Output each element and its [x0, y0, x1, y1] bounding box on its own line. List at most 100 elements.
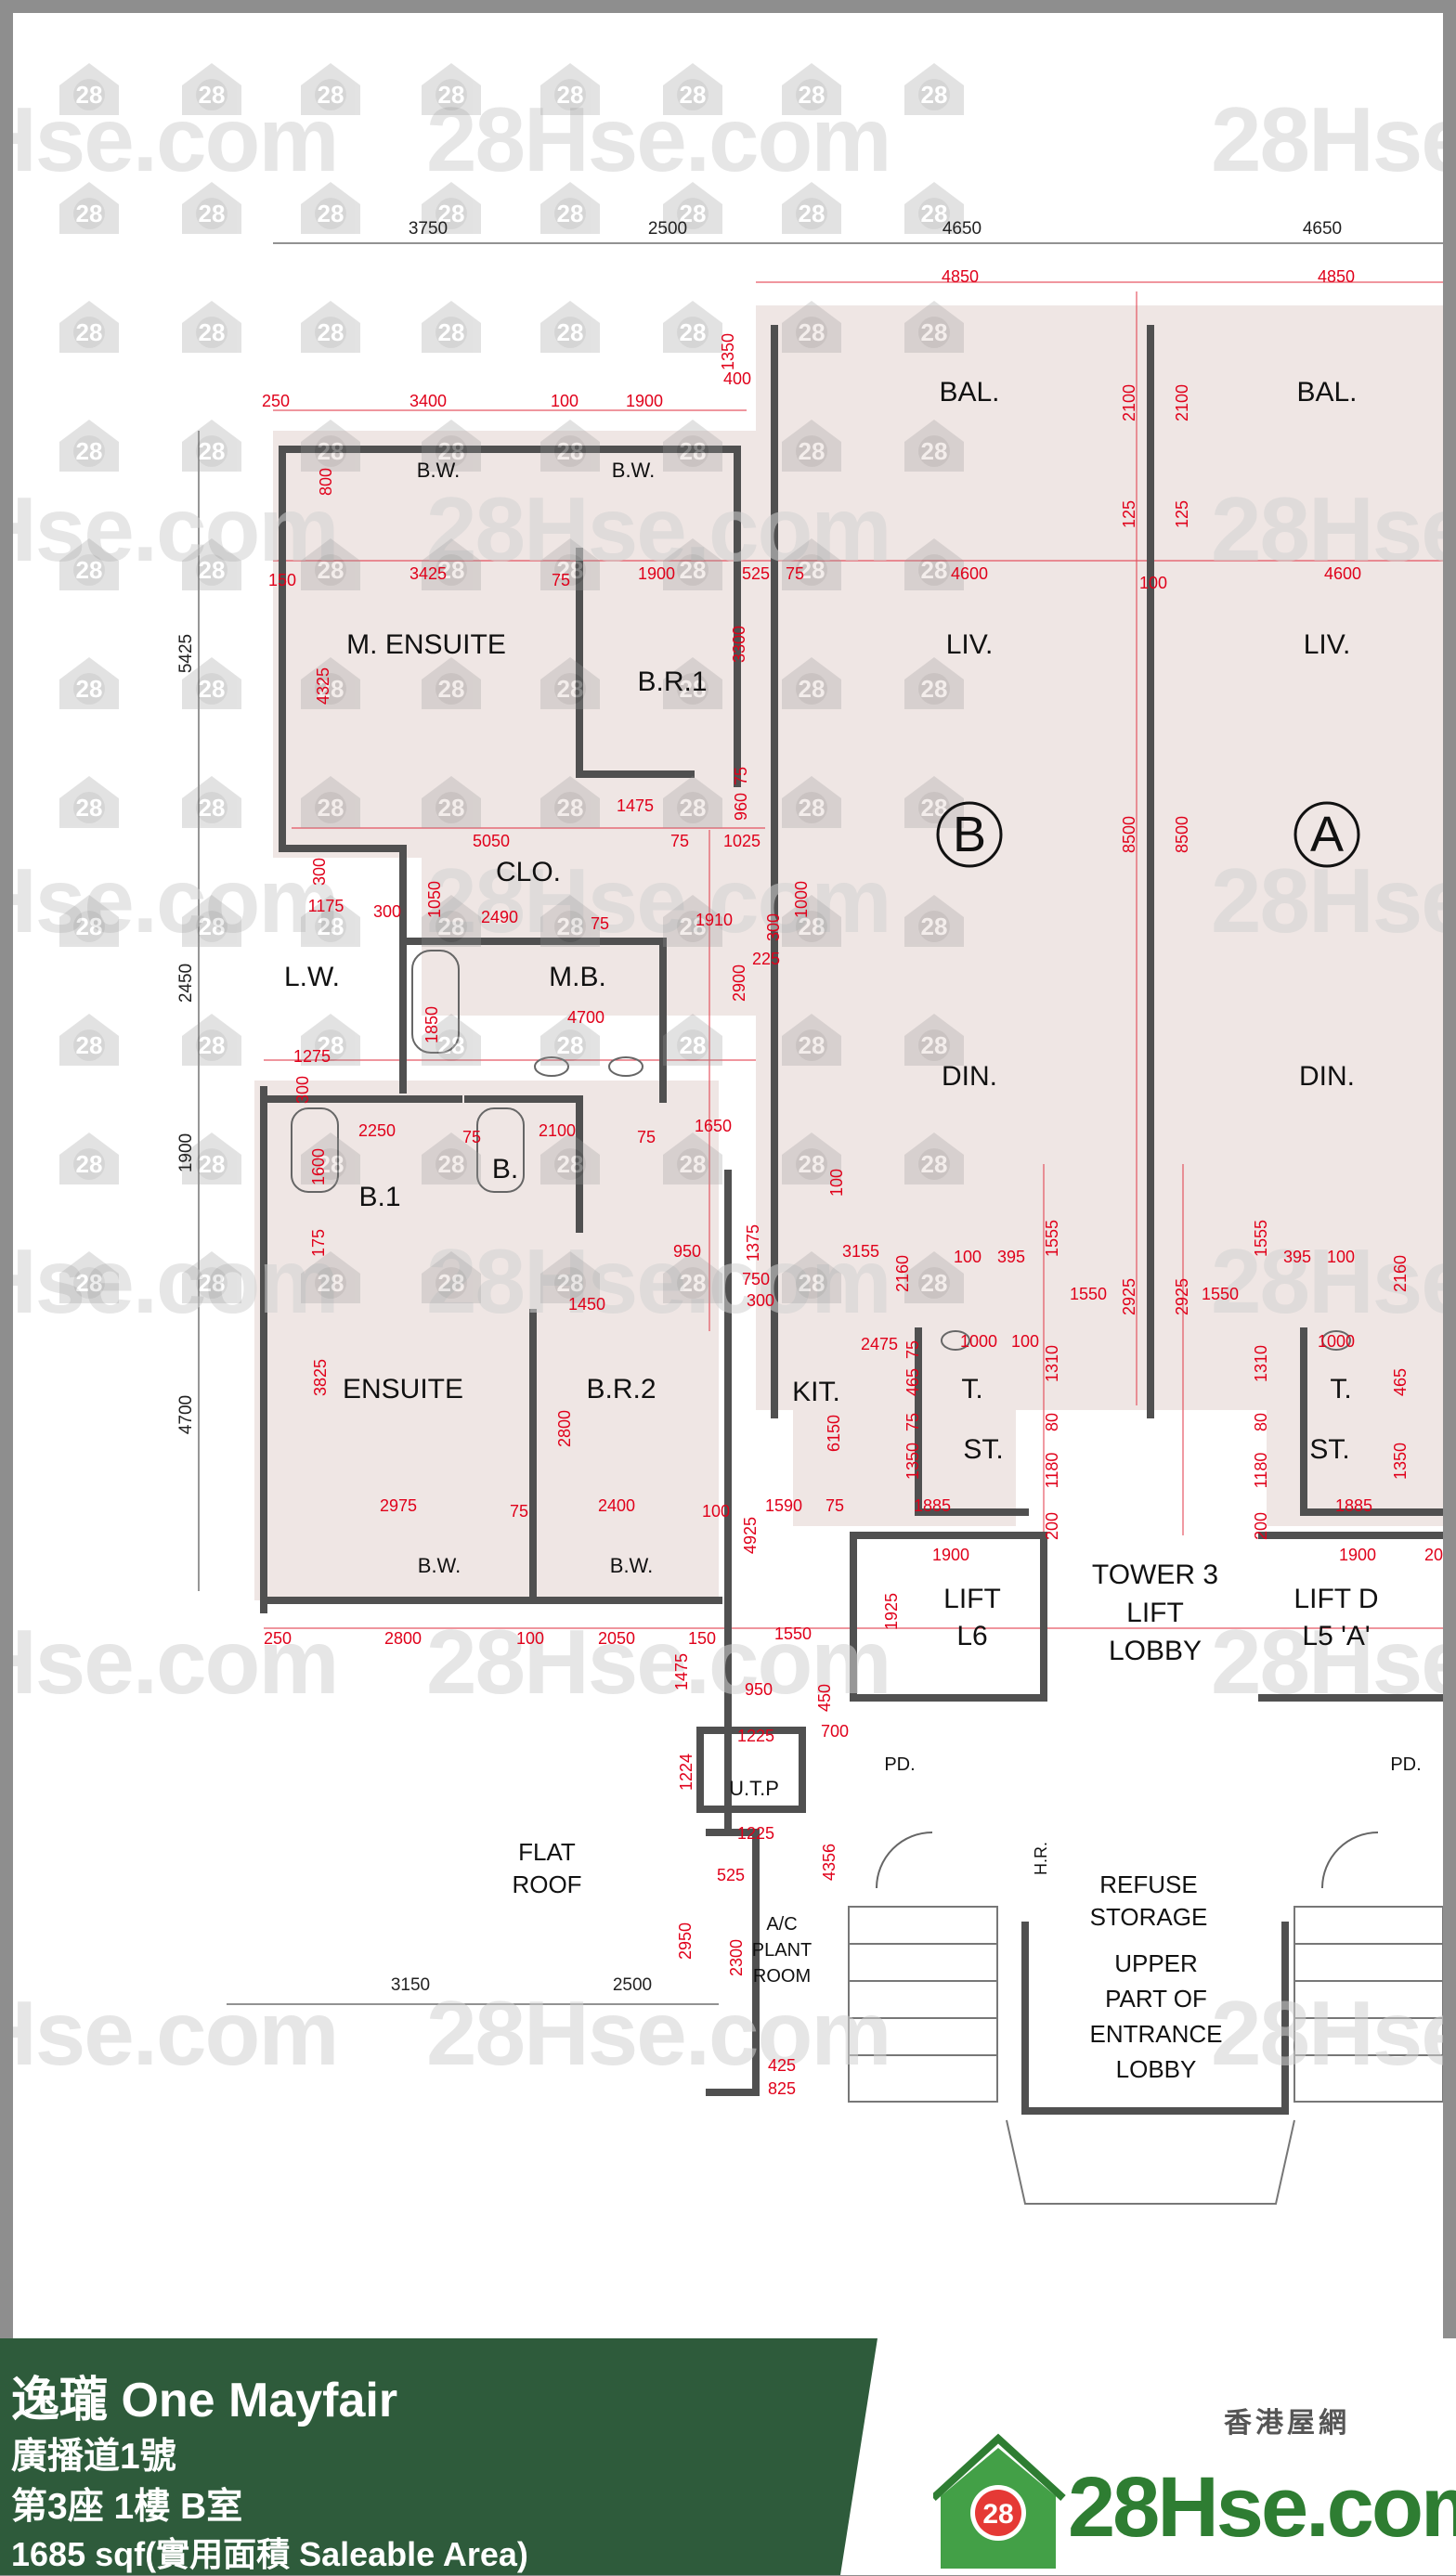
- dim-label: 1475: [672, 1653, 691, 1690]
- watermark-badge-icon: 28: [663, 420, 722, 472]
- watermark-badge-text: 28: [557, 913, 584, 940]
- watermark-badge-text: 28: [318, 437, 344, 465]
- dim-label: 250: [262, 392, 290, 410]
- watermark-badge-text: 28: [438, 437, 465, 465]
- watermark-text: 28Hse.com: [1211, 478, 1443, 580]
- watermark-badge-text: 28: [76, 675, 103, 703]
- watermark-badge-text: 28: [799, 200, 826, 227]
- watermark-badge-text: 28: [76, 318, 103, 346]
- watermark-badge-icon: 28: [663, 1133, 722, 1184]
- dim-label: 1550: [1202, 1285, 1239, 1303]
- watermark-badge-icon: 28: [301, 182, 360, 234]
- watermark-text: 28Hse.com: [1211, 1982, 1443, 2084]
- watermark-badge-text: 28: [318, 675, 344, 703]
- room-labels: BAL. BAL. LIV. LIV. DIN. DIN. M. ENSUITE…: [284, 377, 1422, 2083]
- watermark-badge-icon: 28: [782, 538, 841, 590]
- watermark-text: 28Hse.com: [426, 478, 890, 580]
- watermark-badge-text: 28: [680, 318, 707, 346]
- watermark-badge-icon: 28: [59, 420, 119, 472]
- dim-label: 465: [904, 1368, 922, 1396]
- watermark-badge-icon: 28: [540, 63, 600, 115]
- watermark-text: 28Hse.com: [426, 1611, 890, 1713]
- watermark-badge-icon: 28: [301, 657, 360, 709]
- dim-label: 200: [1252, 1512, 1270, 1540]
- dim-label: 1350: [904, 1443, 922, 1480]
- room-label-hr: H.R.: [1032, 1842, 1050, 1875]
- dim-label: 1050: [425, 881, 444, 918]
- dim-label: 1000: [960, 1332, 997, 1351]
- room-label-liv-b: LIV.: [946, 629, 994, 660]
- watermark-badge-text: 28: [557, 1269, 584, 1297]
- watermark-badge-text: 28: [318, 794, 344, 822]
- dim-label: 75: [904, 1340, 922, 1359]
- watermark-badge-text: 28: [76, 437, 103, 465]
- dim-label: 8500: [1120, 816, 1138, 853]
- watermark-badge-icon: 28: [422, 182, 481, 234]
- dim-label: 2250: [358, 1121, 396, 1140]
- dim-label: 1900: [1339, 1546, 1376, 1564]
- watermark-badge-icon: 28: [904, 182, 964, 234]
- watermark-badge-icon: 28: [904, 895, 964, 947]
- dim-label: 950: [745, 1680, 773, 1699]
- watermark-badge-icon: 28: [904, 301, 964, 353]
- watermark-badge-text: 28: [921, 1150, 948, 1178]
- watermark-badge-icon: 28: [782, 1251, 841, 1303]
- watermark-badge-text: 28: [199, 675, 226, 703]
- dim-label: 2490: [481, 908, 518, 926]
- fixtures: [291, 950, 1379, 1889]
- dim-label: 1225: [737, 1727, 774, 1745]
- room-label-din-a: DIN.: [1299, 1061, 1355, 1092]
- watermark-badge-text: 28: [199, 794, 226, 822]
- dim-label: 1600: [309, 1148, 328, 1185]
- dim-label: 225: [752, 950, 780, 968]
- watermark-badge-icon: 28: [904, 1014, 964, 1066]
- watermark-badge-text: 28: [799, 318, 826, 346]
- watermark-text: 28Hse.com: [1211, 1230, 1443, 1332]
- dim-label: 2800: [555, 1410, 574, 1447]
- watermark-badge-icon: 28: [540, 1014, 600, 1066]
- watermark-badge-icon: 28: [422, 657, 481, 709]
- dim-label: 75: [670, 832, 689, 850]
- watermark-badge-icon: 28: [182, 895, 241, 947]
- watermark-badge-icon: 28: [182, 1133, 241, 1184]
- watermark-badge-text: 28: [76, 794, 103, 822]
- watermark-badge-icon: 28: [422, 301, 481, 353]
- dim-label: 5050: [473, 832, 510, 850]
- dim-label: 2800: [384, 1629, 422, 1648]
- room-label-utp: U.T.P: [729, 1777, 779, 1800]
- watermark-badge-icon: 28: [422, 1251, 481, 1303]
- room-label-bal-b: BAL.: [939, 377, 999, 408]
- watermark-badge-text: 28: [438, 794, 465, 822]
- dim-label: 75: [462, 1128, 481, 1146]
- dim-label: 2975: [380, 1496, 417, 1515]
- watermark-text: 28Hse.com: [426, 1982, 890, 2084]
- watermark-badge-text: 28: [680, 437, 707, 465]
- dim-label: 1550: [1070, 1285, 1107, 1303]
- watermark-badge-icon: 28: [301, 538, 360, 590]
- dim-left: 5425: [176, 634, 196, 673]
- dim-label: 2900: [730, 964, 748, 1002]
- brand-tagline: 香港屋網: [1224, 2408, 1350, 2439]
- watermark-badge-icon: 28: [904, 1133, 964, 1184]
- dim-label: 1925: [882, 1593, 901, 1630]
- dim-label: 100: [954, 1248, 982, 1266]
- dim-label: 200: [1424, 1546, 1443, 1564]
- dim-label: 300: [310, 858, 329, 886]
- dim-label: 75: [904, 1413, 922, 1431]
- dim-label: 1025: [723, 832, 760, 850]
- watermark-badge-icon: 28: [904, 420, 964, 472]
- room-label-upper-2: PART OF: [1105, 1985, 1207, 2013]
- dim-label: 400: [723, 369, 751, 388]
- dim-label: 100: [1139, 574, 1167, 592]
- watermark-badge-text: 28: [680, 1150, 707, 1178]
- watermark-text: 28Hse.com: [13, 1982, 338, 2084]
- watermark-badge-icon: 28: [422, 538, 481, 590]
- watermark-badge-icon: 28: [540, 1251, 600, 1303]
- watermark-badge-icon: 28: [301, 1133, 360, 1184]
- room-label-bw2: B.W.: [610, 1554, 653, 1577]
- unit-a-marker: A: [1310, 807, 1344, 862]
- dim-label: 100: [1011, 1332, 1039, 1351]
- room-label-st-a: ST.: [1309, 1434, 1349, 1465]
- watermark-badge-text: 28: [680, 1031, 707, 1059]
- watermark-text: 28Hse.com: [1211, 88, 1443, 190]
